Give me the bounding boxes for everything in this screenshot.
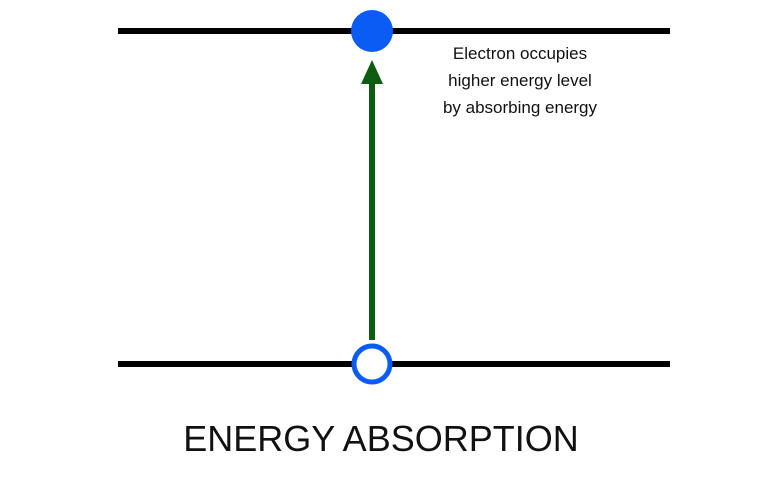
annotation-text: Electron occupies higher energy level by… (410, 40, 630, 121)
absorption-arrow-head (361, 60, 383, 84)
excited-electron (351, 10, 393, 52)
annotation-line-2: higher energy level (448, 71, 592, 90)
diagram-caption: ENERGY ABSORPTION (183, 418, 579, 459)
annotation-line-1: Electron occupies (452, 44, 588, 63)
annotation-line-3: by absorbing energy (442, 98, 598, 117)
vacated-electron-position (351, 343, 393, 385)
